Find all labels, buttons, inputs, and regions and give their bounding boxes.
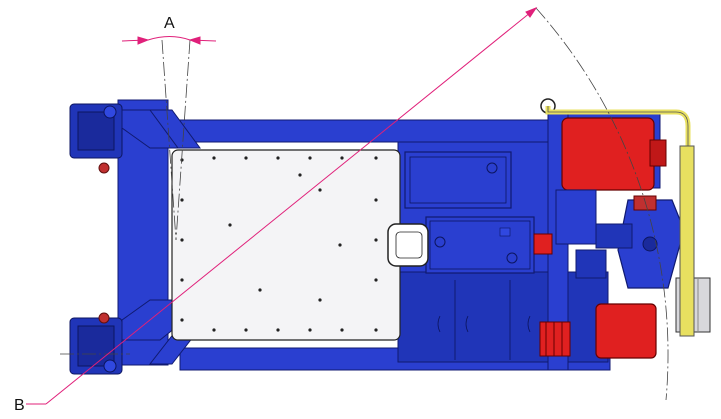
angle-b-label: B [14,397,25,414]
left-wheel-top [69,103,123,174]
bolt-hole [180,318,184,322]
bolt-hole [228,223,232,227]
bolt-hole [212,156,216,160]
bolt-hole [318,188,322,192]
battery-bottom [595,303,657,359]
bolt-hole [212,328,216,332]
bolt-hole [340,328,344,332]
bolt-hole [374,156,378,160]
control-box-middle [425,216,535,274]
bolt-hole [308,156,312,160]
bolt-hole [180,278,184,282]
bolt-hole [244,156,248,160]
bolt-hole [276,156,280,160]
drive-unit [555,189,685,289]
bolt-hole [244,328,248,332]
bolt-hole [338,243,342,247]
bolt-hole [298,173,302,177]
bolt-hole [340,156,344,160]
angle-a-label: A [164,15,175,32]
centerlines [60,7,669,401]
connector-red [533,233,607,357]
control-box-top [404,151,512,209]
bolt-hole [374,198,378,202]
bolt-hole [258,288,262,292]
bolt-hole [180,238,184,242]
battery-top [540,98,667,191]
lower-compartments [437,280,531,360]
left-wheel-bottom [69,312,123,375]
bolt-hole [374,278,378,282]
yellow-cable [545,106,695,337]
bolt-hole [276,328,280,332]
bolt-hole [374,328,378,332]
angle-a-dimension [121,36,217,45]
bolt-hole [374,238,378,242]
bolt-hole [308,328,312,332]
deck-plate [171,149,401,341]
handle [387,223,429,267]
bolt-hole [318,298,322,302]
diagonal-b-dimension [26,6,538,405]
bolt-hole [180,198,184,202]
